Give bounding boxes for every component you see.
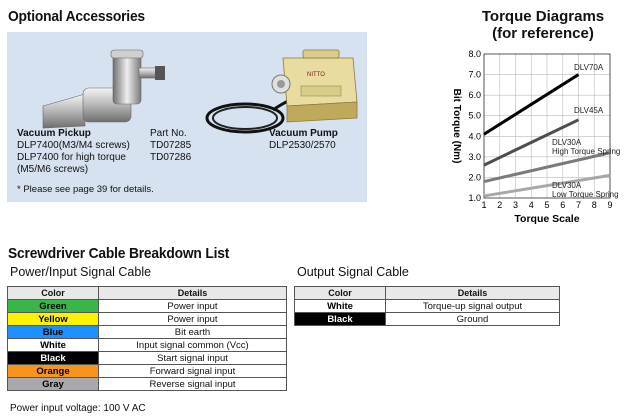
part-no-header: Part No.	[150, 128, 187, 139]
pump-models: DLP2530/2570	[269, 140, 336, 151]
power-color-cell: Blue	[7, 325, 99, 339]
power-details-cell: Start signal input	[98, 351, 287, 365]
part-no-1: TD07285	[150, 140, 192, 151]
power-color-cell: Orange	[7, 364, 99, 378]
series-label: DLV30A	[552, 138, 582, 147]
output-color-cell: White	[294, 299, 386, 313]
power-header-color: Color	[7, 286, 99, 300]
pickup-model-1: DLP7400(M3/M4 screws)	[17, 140, 130, 151]
y-tick-label: 7.0	[468, 70, 481, 80]
output-header-details: Details	[385, 286, 560, 300]
power-details-cell: Forward signal input	[98, 364, 287, 378]
power-color-cell: Gray	[7, 377, 99, 391]
pickup-note: * Please see page 39 for details.	[17, 184, 154, 195]
series-line	[483, 151, 611, 184]
torque-title-line-1: Torque Diagrams	[481, 8, 605, 25]
pump-name: Vacuum Pump	[269, 128, 338, 139]
accessories-panel: NITTO Vacuum Pickup DLP7400(M3/M4 screws…	[7, 32, 367, 202]
y-tick-label: 3.0	[468, 152, 481, 162]
torque-title-line-2: (for reference)	[492, 25, 594, 42]
power-details-cell: Power input	[98, 299, 287, 313]
y-tick-label: 1.0	[468, 193, 481, 203]
x-tick-label: 4	[529, 200, 534, 210]
plot-frame	[483, 53, 611, 199]
power-color-cell: White	[7, 338, 99, 352]
vacuum-pump-image: NITTO	[205, 49, 358, 134]
series-line	[483, 173, 611, 198]
x-tick-label: 9	[607, 200, 612, 210]
y-tick-label: 2.0	[468, 172, 481, 182]
series-label: DLV30A	[552, 181, 582, 190]
power-color-cell: Black	[7, 351, 99, 365]
series-line	[483, 73, 580, 136]
pump-brand-label: NITTO	[307, 72, 325, 78]
output-header-color: Color	[294, 286, 386, 300]
x-tick-label: 6	[560, 200, 565, 210]
power-cable-title: Power/Input Signal Cable	[10, 265, 152, 279]
y-axis-label: Bit Torque (Nm)	[451, 89, 462, 164]
power-header-details: Details	[98, 286, 287, 300]
output-cable-title: Output Signal Cable	[297, 265, 409, 279]
pickup-model-2: DLP7400 for high torque	[17, 152, 126, 163]
output-color-cell: Black	[294, 312, 386, 326]
y-tick-label: 4.0	[468, 131, 481, 141]
series-label: DLV45A	[574, 106, 604, 115]
series-label: High Torque Spring	[552, 147, 620, 156]
power-footnote: Power input voltage: 100 V AC	[10, 403, 146, 414]
y-tick-label: 6.0	[468, 90, 481, 100]
output-table-header: Color Details	[294, 286, 560, 300]
x-tick-label: 2	[497, 200, 502, 210]
vacuum-pickup-image	[42, 49, 165, 129]
series-label: DLV70A	[574, 63, 604, 72]
series-label: Low Torque Spring	[552, 190, 619, 199]
power-details-cell: Power input	[98, 312, 287, 326]
power-table-header: Color Details	[7, 286, 287, 300]
cable-list-title: Screwdriver Cable Breakdown List	[8, 245, 230, 262]
x-axis-label: Torque Scale	[514, 213, 579, 225]
pickup-model-3: (M5/M6 screws)	[17, 164, 89, 175]
x-tick-label: 7	[576, 200, 581, 210]
power-color-cell: Green	[7, 299, 99, 313]
power-color-cell: Yellow	[7, 312, 99, 326]
x-tick-label: 3	[513, 200, 518, 210]
output-details-cell: Ground	[385, 312, 560, 326]
pickup-name: Vacuum Pickup	[17, 128, 91, 139]
x-tick-label: 1	[481, 200, 486, 210]
torque-title: Torque Diagrams (for reference)	[458, 8, 628, 42]
accessories-title: Optional Accessories	[8, 8, 145, 25]
series-line	[483, 118, 580, 167]
output-details-cell: Torque-up signal output	[385, 299, 560, 313]
x-tick-label: 5	[544, 200, 549, 210]
part-no-2: TD07286	[150, 152, 192, 163]
power-details-cell: Reverse signal input	[98, 377, 287, 391]
y-tick-label: 5.0	[468, 111, 481, 121]
x-tick-label: 8	[592, 200, 597, 210]
power-details-cell: Input signal common (Vcc)	[98, 338, 287, 352]
power-details-cell: Bit earth	[98, 325, 287, 339]
y-tick-label: 8.0	[468, 49, 481, 59]
